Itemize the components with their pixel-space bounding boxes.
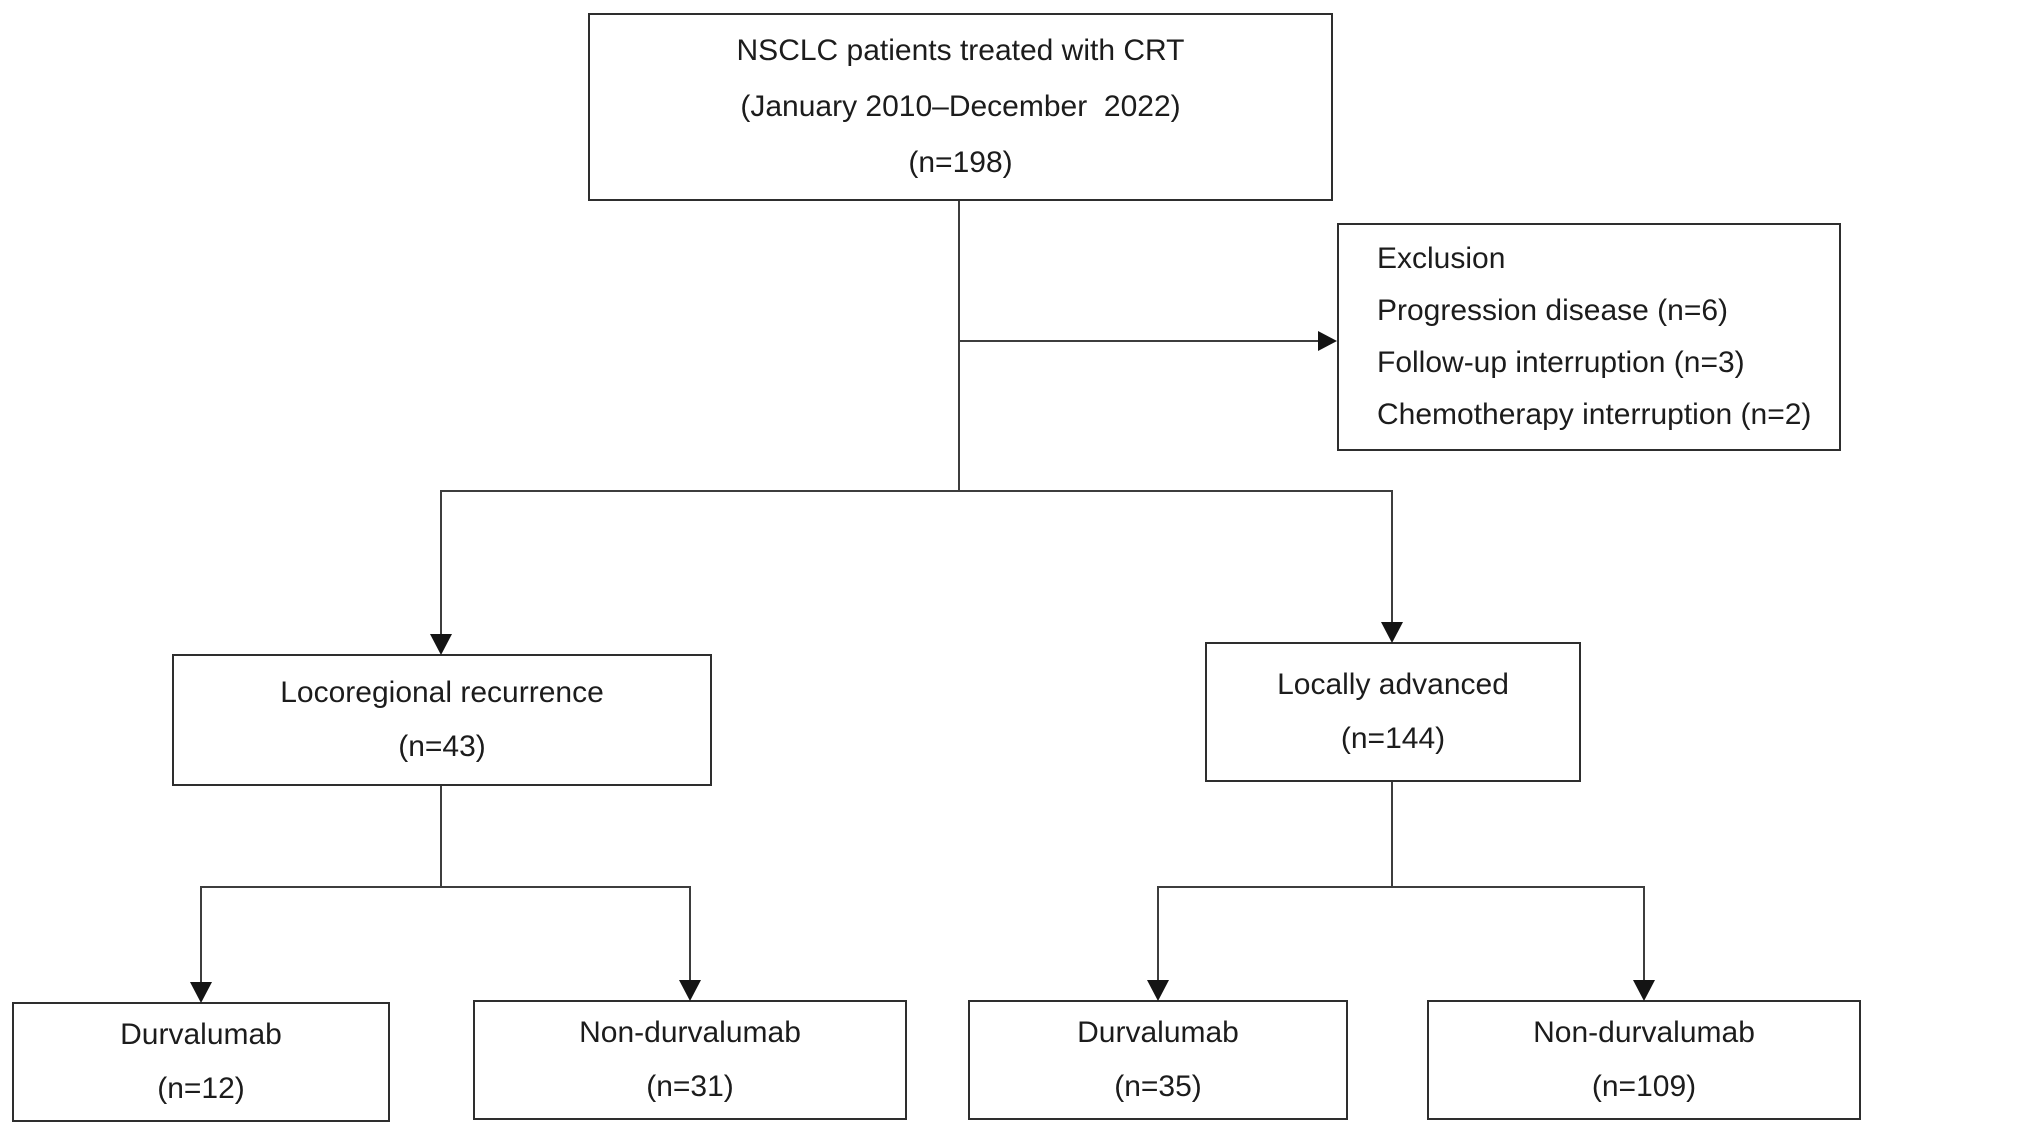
exclusion-reason-1: Progression disease (n=6) (1377, 294, 1729, 327)
box-non-durvalumab-advanced: Non-durvalumab (n=109) (1427, 1000, 1861, 1120)
connector-split-right (1157, 886, 1645, 888)
locoregional-label: Locoregional recurrence (280, 676, 604, 709)
connector-to-exclusion (959, 340, 1319, 342)
connector-to-leaf-2 (689, 886, 691, 981)
leaf-count: (n=35) (1114, 1070, 1202, 1103)
box-non-durvalumab-recurrence: Non-durvalumab (n=31) (473, 1000, 907, 1120)
connector-to-leaf-1 (200, 886, 202, 983)
connector-locoregional-stem (440, 786, 442, 887)
locally-advanced-count: (n=144) (1340, 722, 1446, 755)
box-nsclc-patients: NSCLC patients treated with CRT (January… (588, 13, 1333, 201)
box-locoregional-recurrence: Locoregional recurrence (n=43) (172, 654, 712, 786)
leaf-label: Non-durvalumab (1533, 1016, 1755, 1049)
locoregional-count: (n=43) (398, 730, 486, 763)
arrowhead-locally-advanced (1381, 622, 1403, 643)
arrowhead-leaf-2 (679, 980, 701, 1001)
arrowhead-exclusion (1318, 331, 1337, 351)
exclusion-title: Exclusion (1377, 242, 1506, 275)
box-durvalumab-advanced: Durvalumab (n=35) (968, 1000, 1348, 1120)
box-nsclc-line-2: (January 2010–December 2022) (740, 90, 1181, 123)
connector-to-leaf-3 (1157, 886, 1159, 981)
connector-to-locally-advanced (1391, 490, 1393, 623)
exclusion-reason-3: Chemotherapy interruption (n=2) (1377, 398, 1812, 431)
arrowhead-leaf-3 (1147, 980, 1169, 1001)
leaf-label: Durvalumab (1077, 1016, 1239, 1049)
connector-to-locoregional (440, 490, 442, 635)
box-nsclc-line-1: NSCLC patients treated with CRT (736, 34, 1185, 67)
connector-to-leaf-4 (1643, 886, 1645, 981)
connector-split-1 (440, 490, 1393, 492)
arrowhead-leaf-4 (1633, 980, 1655, 1001)
locally-advanced-label: Locally advanced (1277, 668, 1509, 701)
connector-split-left (200, 886, 691, 888)
box-exclusion: Exclusion Progression disease (n=6) Foll… (1337, 223, 1841, 451)
arrowhead-locoregional (430, 634, 452, 655)
box-nsclc-line-3: (n=198) (908, 146, 1013, 179)
leaf-count: (n=31) (646, 1070, 734, 1103)
leaf-count: (n=109) (1591, 1070, 1697, 1103)
box-durvalumab-recurrence: Durvalumab (n=12) (12, 1002, 390, 1122)
arrowhead-leaf-1 (190, 982, 212, 1003)
connector-locally-advanced-stem (1391, 782, 1393, 887)
leaf-label: Non-durvalumab (579, 1016, 801, 1049)
leaf-label: Durvalumab (120, 1018, 282, 1051)
box-locally-advanced: Locally advanced (n=144) (1205, 642, 1581, 782)
exclusion-reason-2: Follow-up interruption (n=3) (1377, 346, 1745, 379)
leaf-count: (n=12) (157, 1072, 245, 1105)
connector-top-stem (958, 201, 960, 491)
